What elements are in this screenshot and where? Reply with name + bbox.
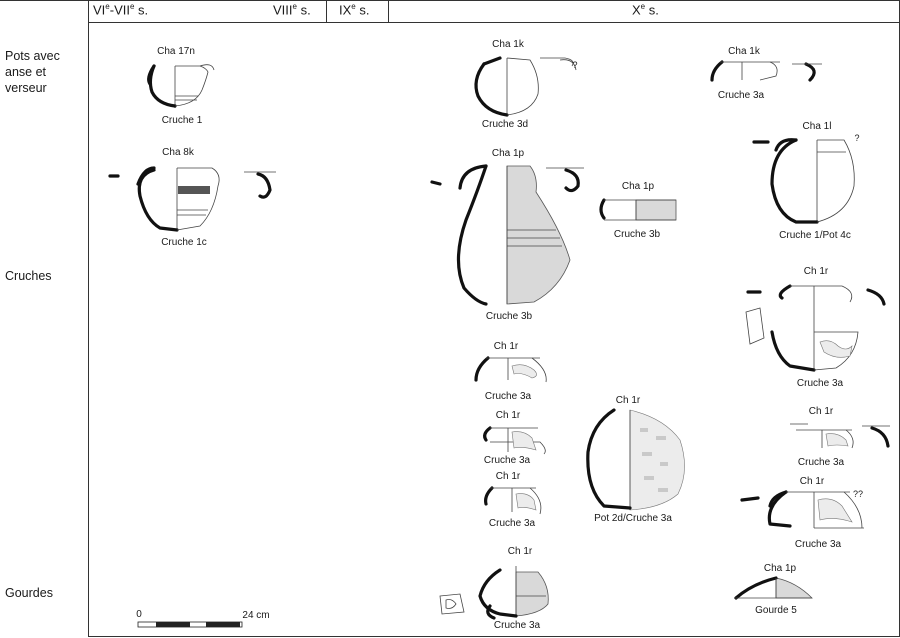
vessel-drawing-cruche-3b-large bbox=[430, 164, 584, 306]
vessel-site-label: Cha 8k bbox=[162, 147, 194, 158]
uncertain-mark: ? bbox=[572, 60, 578, 70]
vessel-site-label: Cha 1k bbox=[492, 39, 524, 50]
left-column-border bbox=[88, 0, 89, 637]
header-8th-century: VIIIe s. bbox=[273, 2, 311, 18]
vessel-type-label: Cruche 3b bbox=[613, 229, 661, 240]
vessel-drawing-cruche-3b-small bbox=[599, 198, 677, 221]
row-label-gourdes: Gourdes bbox=[5, 586, 53, 600]
vessel-drawing-cruche-3a-center-3 bbox=[484, 486, 542, 515]
vessel-type-label: Cruche 3a bbox=[796, 378, 844, 389]
vessel-site-label: Cha 1p bbox=[491, 148, 525, 159]
uncertain-mark: ?? bbox=[852, 489, 864, 499]
vessel-type-label: Cruche 1c bbox=[161, 237, 207, 248]
vessel-drawing-cruche-1c bbox=[108, 166, 276, 232]
col-divider-9-10 bbox=[388, 0, 389, 23]
vessel-drawing-cruche-3a-top bbox=[710, 60, 822, 82]
vessel-type-label: Cruche 3a bbox=[717, 90, 765, 101]
vessel-site-label: Ch 1r bbox=[495, 471, 521, 482]
vessel-site-label: Cha 1p bbox=[763, 563, 797, 574]
vessel-site-label: Ch 1r bbox=[615, 395, 641, 406]
scale-start-label: 0 bbox=[136, 609, 142, 620]
vessel-type-label: Cruche 3a bbox=[488, 518, 536, 529]
vessel-drawing-cruche-1-pot-4c bbox=[752, 138, 855, 224]
vessel-drawing-cruche-3a-right-2 bbox=[790, 423, 890, 449]
header-6th-7th-century: VIe-VIIe s. bbox=[93, 2, 149, 18]
vessel-type-label: Cruche 3a bbox=[493, 620, 541, 631]
header-9th-century: IXe s. bbox=[339, 2, 370, 18]
vessel-site-label: Ch 1r bbox=[507, 546, 533, 557]
vessel-drawing-cruche-3a-right-large bbox=[745, 284, 886, 372]
vessel-drawing-gourde bbox=[734, 576, 813, 600]
vessel-type-label: Cruche 3a bbox=[484, 391, 532, 402]
vessel-site-label: Ch 1r bbox=[808, 406, 834, 417]
row-label-pots: Pots avec anse et verseur bbox=[5, 49, 60, 95]
uncertain-mark: ? bbox=[854, 133, 860, 143]
outer-bottom-border bbox=[88, 636, 900, 637]
vessel-site-label: Cha 1l bbox=[802, 121, 832, 132]
vessel-site-label: Ch 1r bbox=[803, 266, 829, 277]
vessel-drawing-cruche-1 bbox=[147, 64, 215, 108]
vessel-site-label: Ch 1r bbox=[493, 341, 519, 352]
vessel-site-label: Ch 1r bbox=[495, 410, 521, 421]
vessel-drawing-cruche-3a-right-3 bbox=[740, 490, 864, 529]
vessel-drawing-cruche-3d bbox=[474, 56, 577, 117]
scale-end-label: 24 cm bbox=[242, 610, 270, 621]
header-10th-century: Xe s. bbox=[632, 2, 659, 18]
vessel-site-label: Cha 17n bbox=[157, 46, 195, 57]
vessel-type-label: Cruche 3a bbox=[483, 455, 531, 466]
scale-bar bbox=[137, 621, 243, 628]
vessel-site-label: Ch 1r bbox=[799, 476, 825, 487]
vessel-type-label: Cruche 1 bbox=[161, 115, 203, 126]
vessel-type-label: Cruche 3b bbox=[485, 311, 533, 322]
vessel-drawing-pot-2d-cruche-3a bbox=[586, 408, 685, 511]
vessel-site-label: Cha 1p bbox=[621, 181, 655, 192]
vessel-type-label: Cruche 3d bbox=[481, 119, 529, 130]
col-divider-8-9 bbox=[326, 0, 327, 23]
vessel-type-label: Gourde 5 bbox=[755, 605, 797, 616]
vessel-type-label: Cruche 1/Pot 4c bbox=[779, 230, 851, 241]
vessel-drawing-gourde-5 bbox=[439, 566, 549, 620]
row-label-cruches: Cruches bbox=[5, 269, 52, 283]
vessel-drawing-cruche-3a-center-1 bbox=[474, 356, 547, 383]
outer-top-border bbox=[0, 0, 900, 1]
header-bottom-border bbox=[88, 22, 900, 23]
vessel-type-label: Cruche 3a bbox=[794, 539, 842, 550]
vessel-site-label: Cha 1k bbox=[728, 46, 760, 57]
vessel-type-label: Cruche 3a bbox=[797, 457, 845, 468]
vessel-drawing-cruche-3a-center-2 bbox=[483, 426, 546, 455]
vessel-type-label: Pot 2d/Cruche 3a bbox=[594, 513, 672, 524]
